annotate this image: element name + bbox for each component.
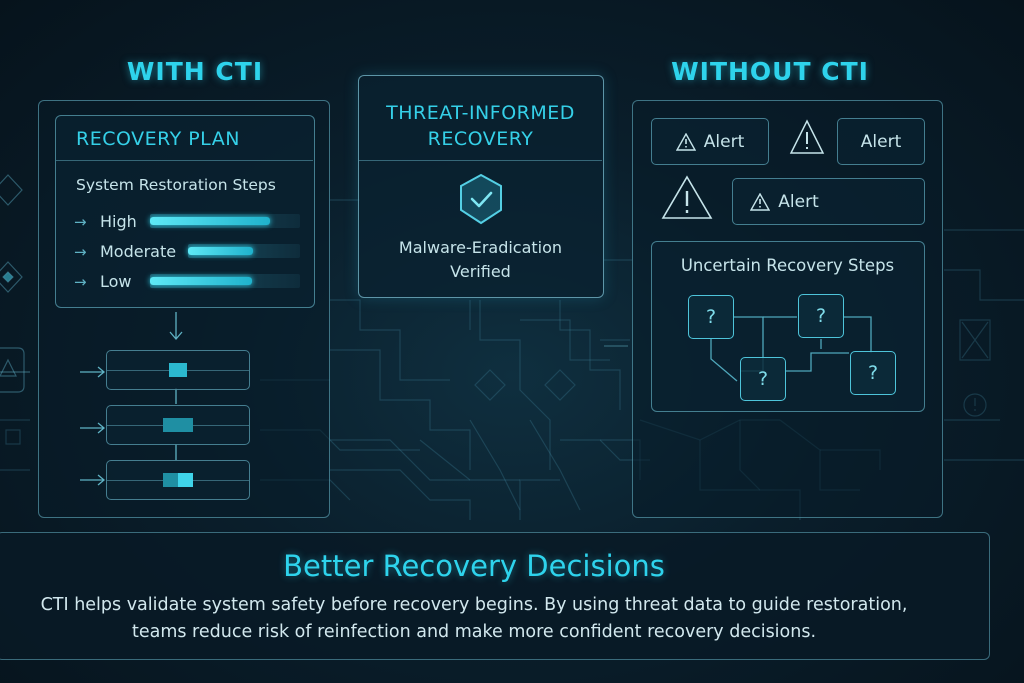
shield-check-icon — [460, 173, 502, 225]
threat-informed-card: THREAT-INFORMED RECOVERY Malware-Eradica… — [358, 75, 604, 298]
unknown-step-1: ? — [688, 295, 734, 339]
threat-informed-title: THREAT-INFORMED RECOVERY — [359, 100, 602, 152]
alert-label: Alert — [860, 131, 902, 152]
priority-label: Moderate — [100, 242, 177, 261]
warning-icon — [750, 192, 771, 211]
title-line: RECOVERY — [427, 128, 534, 150]
alert-box-3: Alert — [732, 178, 925, 225]
priority-bar-high — [150, 214, 300, 228]
warning-icon — [789, 119, 825, 154]
alert-box-2: Alert — [837, 118, 925, 165]
priority-bar-low — [150, 274, 300, 288]
summary-banner: Better Recovery Decisions CTI helps vali… — [0, 532, 990, 660]
arrow-right-icon: → — [74, 212, 87, 231]
priority-level-low — [150, 277, 252, 285]
step-progress-fill — [163, 418, 193, 432]
flow-connector — [80, 312, 183, 486]
recovery-plan-title: RECOVERY PLAN — [76, 128, 240, 150]
restoration-step-1 — [106, 350, 250, 390]
unknown-step-3: ? — [740, 357, 786, 401]
banner-text-line-2: teams reduce risk of reinfection and mak… — [131, 622, 817, 642]
priority-row-low: → Low — [74, 272, 132, 291]
restoration-step-3 — [106, 460, 250, 500]
step-progress-fill — [163, 473, 193, 487]
unknown-step-2: ? — [798, 294, 844, 338]
priority-row-high: → High — [74, 212, 137, 231]
priority-level-moderate — [188, 247, 253, 255]
arrow-right-icon: → — [74, 272, 87, 291]
alert-label: Alert — [703, 131, 745, 152]
unknown-step-4: ? — [850, 351, 896, 395]
recovery-plan-card: RECOVERY PLAN System Restoration Steps →… — [55, 115, 315, 308]
restoration-step-2 — [106, 405, 250, 445]
warning-icon — [661, 175, 713, 219]
priority-bar-moderate — [188, 244, 300, 258]
restoration-steps-subtitle: System Restoration Steps — [76, 176, 276, 194]
without-cti-heading: WITHOUT CTI — [671, 57, 869, 86]
alert-box-1: Alert — [651, 118, 769, 165]
banner-title: Better Recovery Decisions — [283, 549, 665, 583]
status-line: Malware-Eradication — [398, 238, 563, 257]
title-line: THREAT-INFORMED — [386, 102, 575, 124]
status-line: Verified — [450, 262, 511, 281]
uncertain-steps-title: Uncertain Recovery Steps — [680, 256, 895, 275]
arrow-right-icon: → — [74, 242, 87, 261]
eradication-status: Malware-Eradication Verified — [359, 236, 602, 284]
warning-icon — [675, 132, 696, 151]
priority-level-high — [150, 217, 270, 225]
alert-label: Alert — [778, 191, 819, 212]
banner-text-line-1: CTI helps validate system safety before … — [40, 595, 908, 615]
priority-label: High — [100, 212, 137, 231]
step-progress-fill — [169, 363, 187, 377]
with-cti-heading: WITH CTI — [126, 57, 264, 86]
priority-row-moderate: → Moderate — [74, 242, 176, 261]
priority-label: Low — [100, 272, 132, 291]
